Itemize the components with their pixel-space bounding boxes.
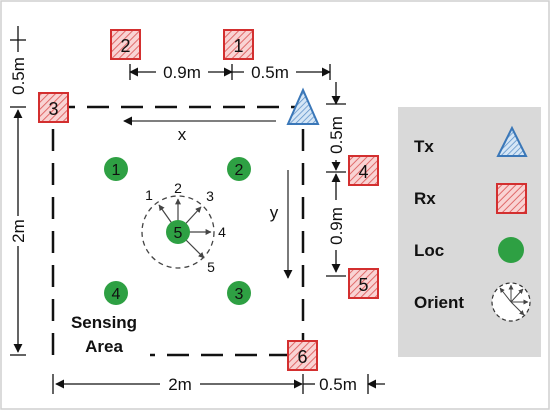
sensing-area-label-line1: Sensing [71, 313, 137, 332]
loc-marker-3: 3 [227, 281, 251, 305]
sensing-area-boundary [51, 105, 305, 357]
orient-label-4: 4 [218, 224, 226, 240]
rx-marker-6: 6 [287, 340, 318, 371]
rx-marker-3: 3 [38, 92, 69, 123]
rx-marker-4: 4 [348, 155, 379, 186]
loc-marker-5-label: 5 [174, 225, 183, 242]
rx-marker-5: 5 [348, 268, 379, 299]
dim-label-left-side: 2m [9, 219, 28, 243]
legend-loc-label: Loc [414, 241, 444, 260]
dim-label-right-gap: 0.9m [327, 207, 346, 245]
loc-marker-1: 1 [104, 157, 128, 181]
loc-marker-2-label: 2 [235, 162, 244, 179]
legend-tx-label: Tx [414, 137, 434, 156]
legend-rx-icon [496, 183, 527, 214]
loc-marker-2: 2 [227, 157, 251, 181]
rx-marker-2-label: 2 [120, 36, 130, 56]
dim-label-bottom-right: 0.5m [319, 375, 357, 394]
sensing-area-label-line2: Area [85, 337, 123, 356]
loc-marker-4: 4 [104, 281, 128, 305]
loc-marker-4-label: 4 [112, 286, 121, 303]
rx-marker-1-label: 1 [233, 36, 243, 56]
orient-label-1: 1 [145, 187, 153, 203]
rx-marker-1: 1 [223, 29, 254, 60]
dim-label-bottom-width: 2m [168, 375, 192, 394]
legend-orient-label: Orient [414, 293, 464, 312]
dim-label-top-right: 0.5m [251, 63, 289, 82]
loc-marker-1-label: 1 [112, 162, 121, 179]
legend-tx-icon [496, 125, 528, 157]
orientation-cluster: 5 1 2 3 4 5 [141, 180, 226, 275]
orient-label-3: 3 [206, 188, 214, 204]
legend-loc-icon [498, 237, 524, 263]
rx-marker-3-label: 3 [48, 99, 58, 119]
rx-marker-2: 2 [110, 29, 141, 60]
dim-label-top-gap: 0.9m [163, 63, 201, 82]
loc-marker-5 [166, 220, 190, 244]
rx-marker-4-label: 4 [358, 162, 368, 182]
dim-label-right-top: 0.5m [327, 116, 346, 154]
orient-label-5: 5 [207, 259, 215, 275]
x-axis-label: x [178, 125, 187, 144]
y-axis-label: y [270, 203, 279, 222]
legend-rx-label: Rx [414, 189, 436, 208]
orient-label-2: 2 [174, 180, 182, 196]
loc-marker-3-label: 3 [235, 286, 244, 303]
tx-triangle [286, 87, 320, 125]
rx-marker-5-label: 5 [358, 275, 368, 295]
rx-marker-6-label: 6 [297, 347, 307, 367]
legend-orient-icon [491, 282, 531, 322]
dim-label-left-top: 0.5m [9, 57, 28, 95]
